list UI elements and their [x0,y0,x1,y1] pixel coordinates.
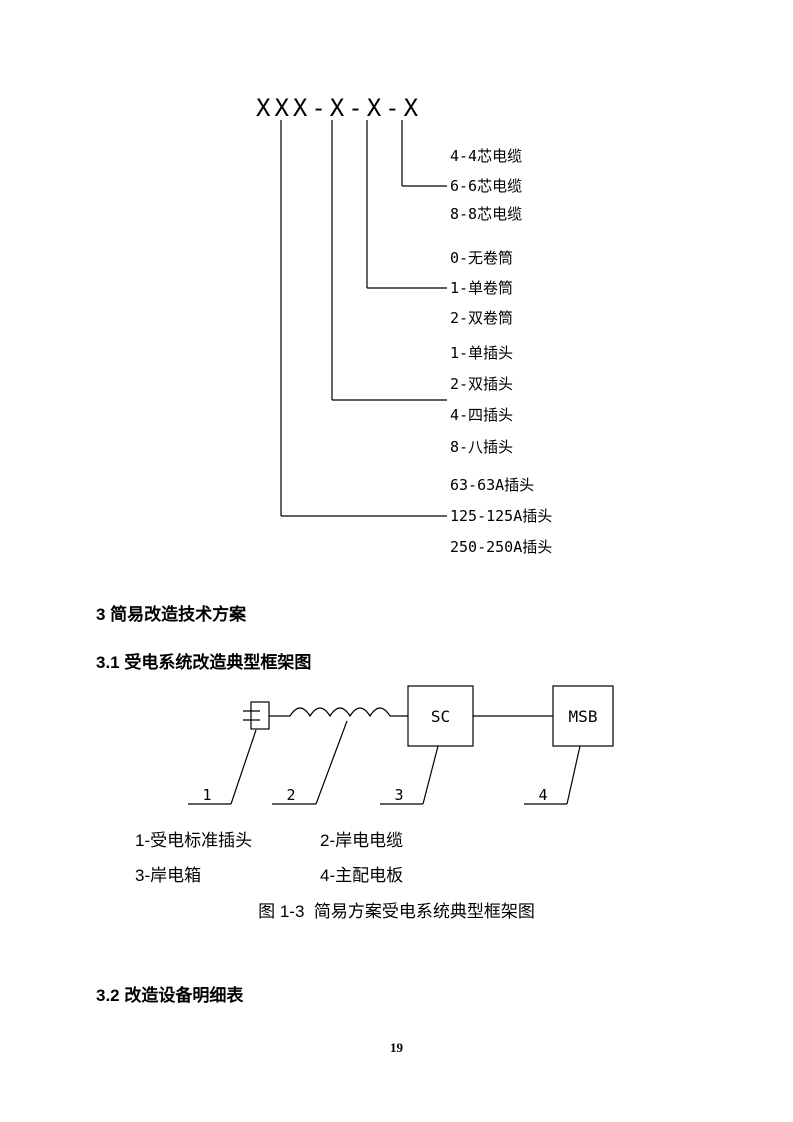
callout-number-1: 1 [202,786,212,804]
drop-line-cable-cores [401,120,447,187]
model-option-label: 250-250A插头 [450,538,553,556]
callout-number-4: 4 [538,786,548,804]
section-heading-3-2: 3.2 改造设备明细表 [96,986,244,1005]
drop-line-plug-count [331,120,447,401]
callout-number-2: 2 [286,786,296,804]
model-option-label: 8-八插头 [450,438,514,456]
section-heading-3: 3 简易改造技术方案 [96,605,247,624]
legend-item-1: 1-受电标准插头 [135,831,253,850]
model-code-drop-lines [280,120,447,517]
model-option-label: 2-双卷筒 [450,309,514,327]
model-option-label: 2-双插头 [450,375,514,393]
page-number: 19 [390,1040,403,1055]
model-option-label: 125-125A插头 [450,507,553,525]
figure-caption: 图 1-3 简易方案受电系统典型框架图 [258,902,535,921]
plug-icon [243,701,270,730]
drop-line-reel-type [366,120,447,289]
callout-number-3: 3 [394,786,404,804]
model-option-label: 1-单卷筒 [450,279,514,297]
legend-item-2: 2-岸电电缆 [320,831,404,850]
model-option-label: 4-四插头 [450,406,514,424]
model-option-label: 63-63A插头 [450,476,535,494]
model-option-label: 1-单插头 [450,344,514,362]
cable-wave-icon [289,707,391,718]
model-option-label: 8-8芯电缆 [450,205,523,223]
msb-box-label: MSB [568,706,598,726]
section-heading-3-1: 3.1 受电系统改造典型框架图 [96,653,312,672]
model-option-label: 0-无卷筒 [450,249,514,267]
drop-line-plug-rating [280,120,447,517]
sc-box-label: SC [430,706,451,726]
legend-item-3: 3-岸电箱 [135,866,202,885]
model-code-text: XXX-X-X-X [256,94,423,122]
legend-item-4: 4-主配电板 [320,866,404,885]
model-option-label: 6-6芯电缆 [450,177,523,195]
model-option-label: 4-4芯电缆 [450,147,523,165]
